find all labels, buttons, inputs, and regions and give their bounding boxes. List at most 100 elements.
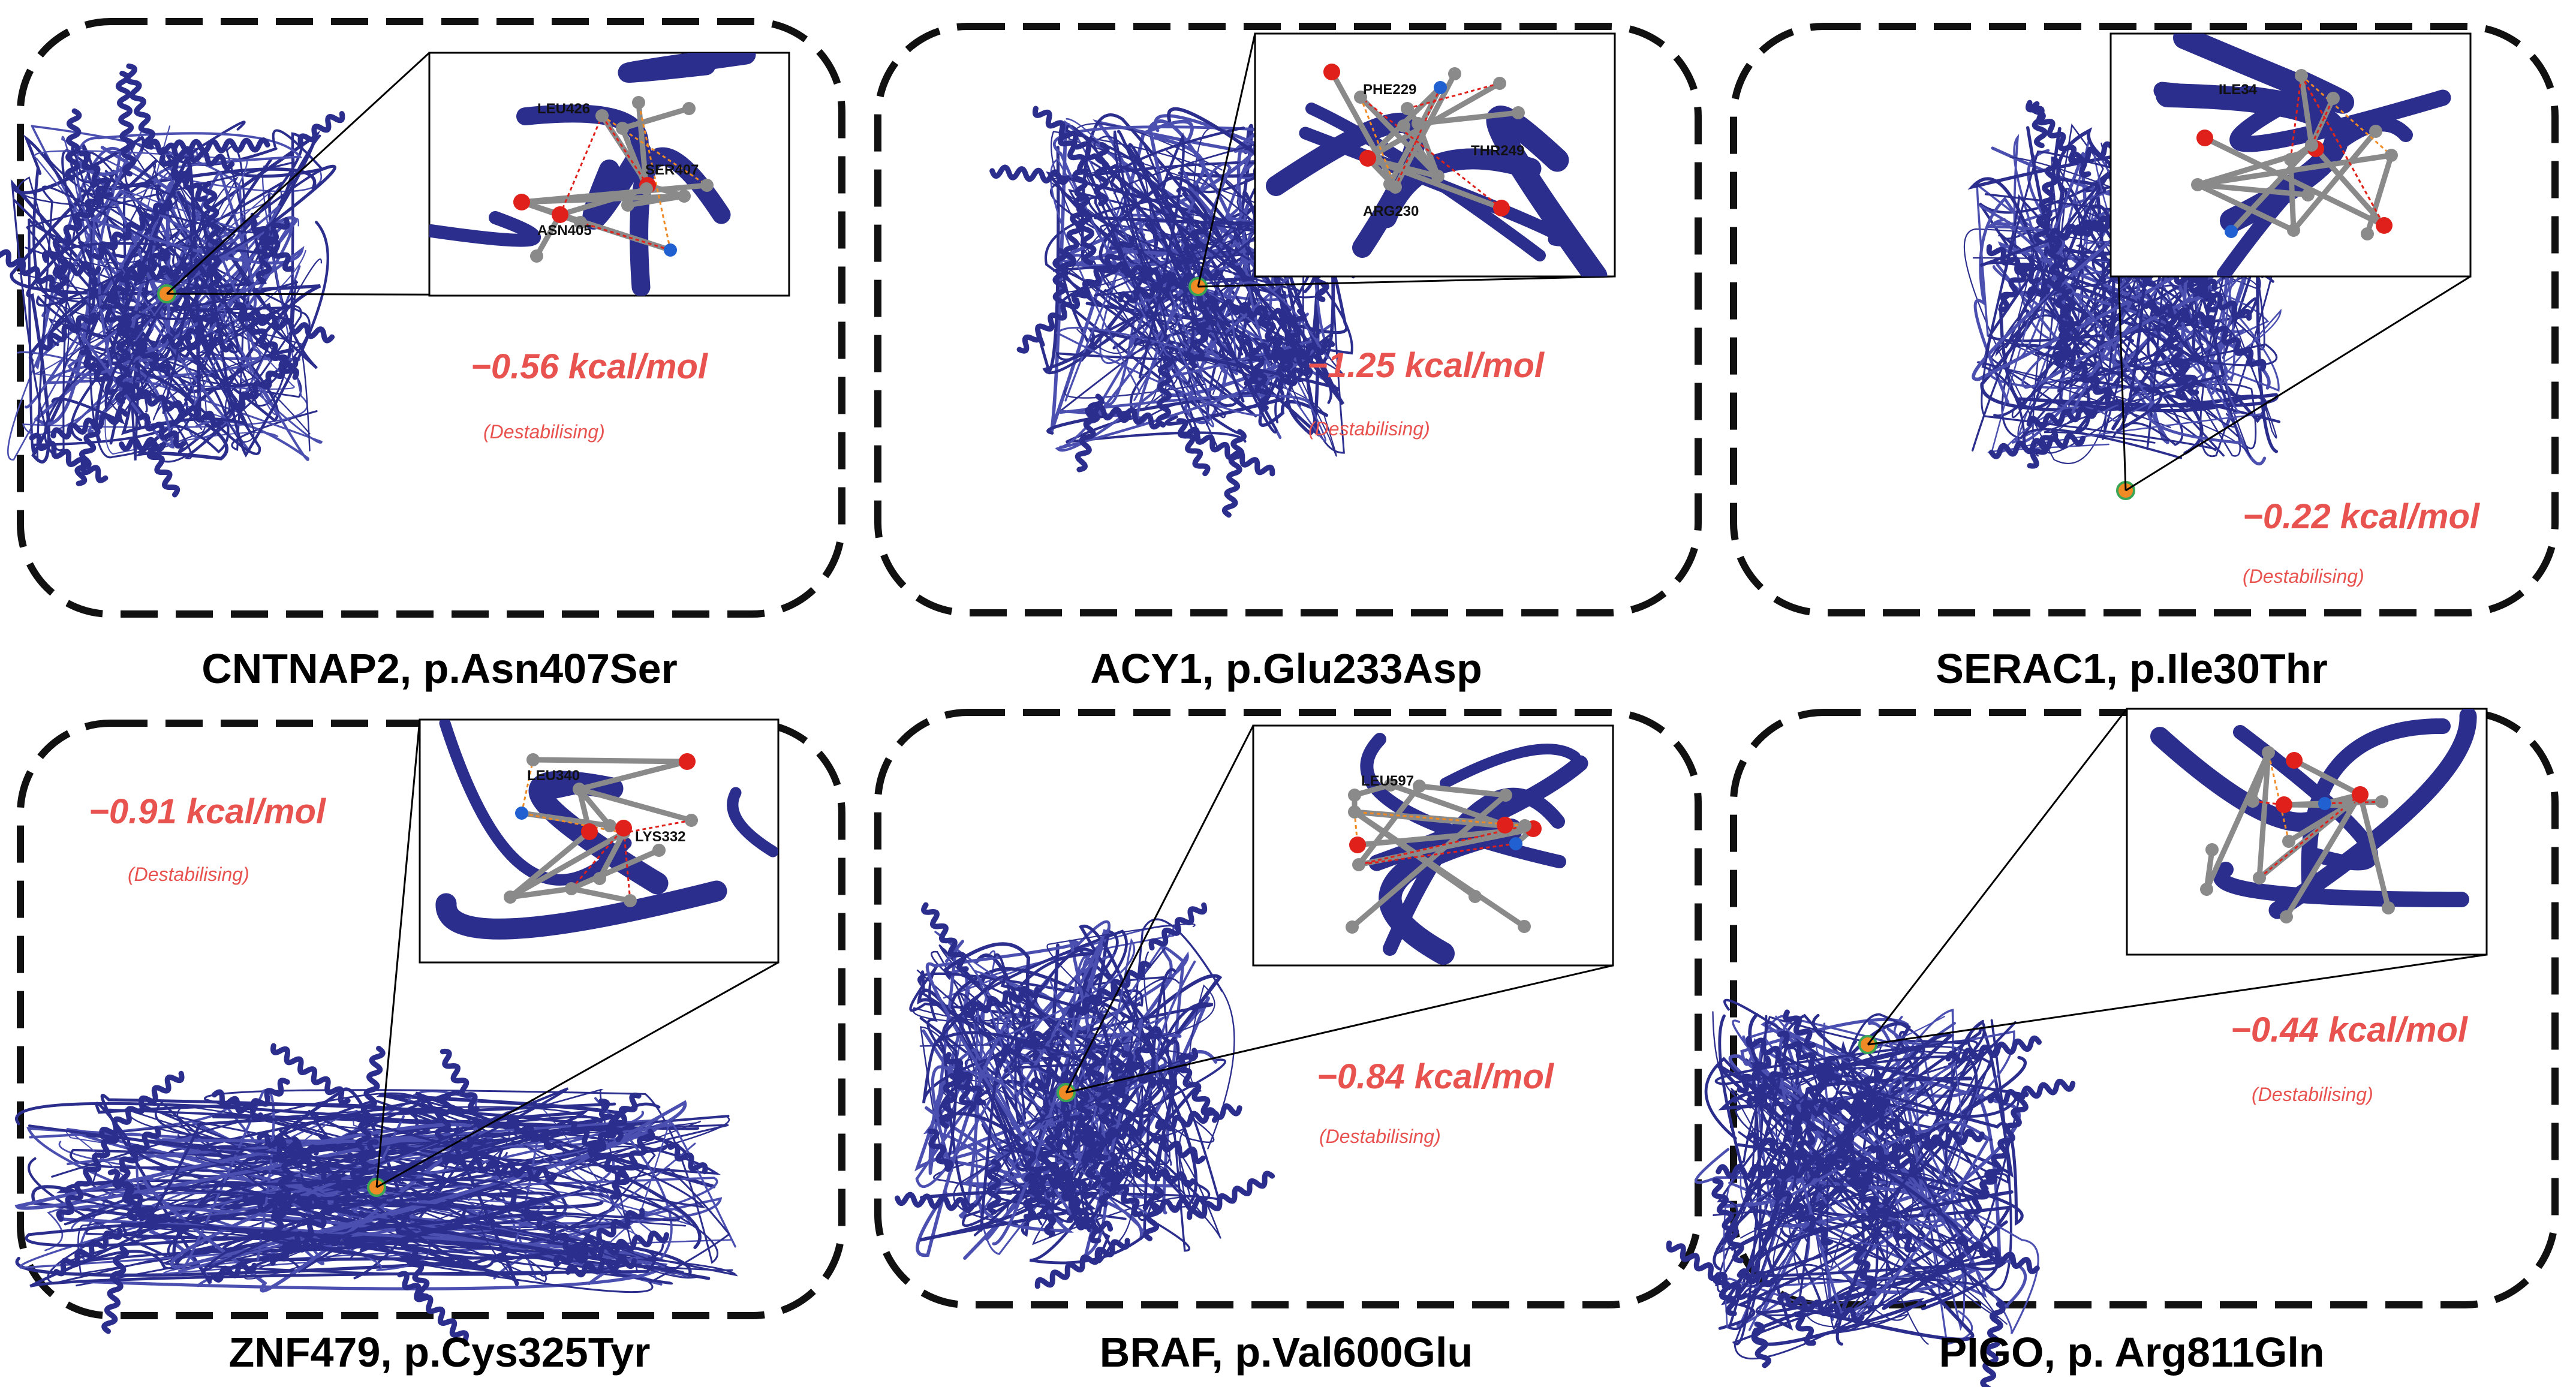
atom-ball: [2361, 227, 2374, 240]
protein-helix: [79, 349, 117, 395]
atom-ball: [2282, 835, 2295, 848]
protein-loop: [161, 1100, 687, 1269]
residue-bond: [597, 830, 627, 881]
atom-ball: [2287, 224, 2300, 237]
protein-helix: [1093, 142, 1110, 206]
atom-ball: [513, 194, 530, 210]
protein-helix: [125, 63, 155, 150]
zoom-line: [1197, 275, 1615, 288]
interaction-dash: [559, 115, 603, 215]
protein-helix: [107, 1169, 160, 1225]
protein-helix: [1746, 1132, 1831, 1172]
protein-loop: [11, 145, 148, 452]
protein-structure: [0, 63, 345, 498]
protein-structure: [1666, 998, 2076, 1387]
interaction-dash: [1358, 825, 1525, 866]
protein-loop: [1713, 1054, 1984, 1293]
protein-helix: [1072, 168, 1097, 266]
protein-helix: [1034, 1238, 1130, 1289]
protein-helix: [1980, 1301, 2006, 1387]
panel-caption: ZNF479, p.Cys325Tyr: [228, 1329, 651, 1376]
atom-ball: [1384, 778, 1397, 792]
protein-loop: [917, 943, 1155, 1172]
protein-helix: [1921, 1129, 1985, 1151]
mutation-panel: LEU597−0.84 kcal/mol(Destabilising): [874, 709, 1702, 1308]
protein-loop: [2026, 126, 2216, 374]
protein-helix: [440, 1048, 480, 1112]
atom-ball: [581, 823, 598, 840]
protein-helix: [1737, 1055, 1772, 1094]
atom-ball: [1401, 102, 1414, 115]
protein-helix: [2049, 215, 2112, 241]
protein-helix: [0, 240, 62, 293]
residue-bond: [2256, 750, 2271, 881]
protein-loop: [2000, 214, 2225, 457]
protein-loop: [1099, 176, 1338, 395]
inset-ribbon: [1360, 733, 1566, 868]
protein-helix: [1049, 1167, 1102, 1244]
protein-helix: [1142, 1196, 1207, 1214]
atom-ball: [679, 753, 696, 770]
protein-helix: [1176, 418, 1211, 477]
atom-ball: [1346, 920, 1359, 934]
protein-loop: [87, 171, 293, 434]
atom-ball: [1493, 200, 1510, 216]
protein-helix: [1838, 1100, 1886, 1118]
residue-bond: [2195, 182, 2311, 198]
protein-helix: [944, 1052, 986, 1106]
atom-ball: [1413, 780, 1426, 793]
dashed-panel-border: [874, 709, 1702, 1308]
protein-loop: [961, 977, 1188, 1208]
residue-bond: [1365, 155, 1504, 211]
zoom-line: [2125, 275, 2471, 492]
inset-ribbon: [727, 787, 778, 858]
protein-helix: [1711, 1178, 1744, 1263]
atom-ball: [2376, 217, 2393, 234]
atom-ball: [530, 249, 543, 263]
protein-helix: [2030, 101, 2048, 149]
protein-loop: [195, 1153, 697, 1284]
atom-ball: [1493, 77, 1506, 90]
protein-loop: [1233, 130, 1292, 328]
protein-helix: [1176, 221, 1209, 273]
residue-bond: [2291, 757, 2363, 798]
interaction-dash: [1358, 843, 1516, 866]
protein-helix: [1853, 1244, 1877, 1296]
protein-helix: [172, 137, 270, 154]
protein-loop: [938, 929, 1128, 1123]
protein-loop: [80, 1168, 731, 1293]
protein-helix: [1187, 1171, 1275, 1220]
inset-ribbon: [1305, 103, 1546, 261]
residue-bond: [2228, 142, 2315, 234]
protein-helix: [1257, 313, 1290, 372]
protein-helix: [248, 309, 335, 344]
protein-loop: [29, 1129, 656, 1288]
protein-helix: [1111, 1060, 1134, 1123]
protein-loop: [1720, 1043, 2024, 1245]
atom-ball: [1349, 837, 1366, 853]
protein-helix: [2026, 405, 2098, 429]
inset-ribbon: [439, 720, 632, 886]
atom-ball: [624, 894, 637, 907]
protein-helix: [2166, 266, 2252, 321]
stability-energy: −0.56 kcal/mol: [471, 347, 708, 386]
protein-helix: [1155, 355, 1173, 428]
stability-energy: −0.84 kcal/mol: [1317, 1057, 1554, 1096]
protein-helix: [1016, 297, 1081, 354]
protein-helix: [609, 1129, 655, 1200]
protein-loop: [973, 1005, 1211, 1236]
atom-ball: [2276, 796, 2292, 813]
residue-bond: [1349, 792, 1509, 930]
interaction-dash: [601, 115, 649, 186]
protein-helix: [1121, 1051, 1157, 1089]
atom-ball: [1383, 177, 1397, 191]
atom-ball: [1323, 64, 1340, 80]
protein-helix: [40, 312, 96, 351]
inset-ribbon: [1376, 148, 1542, 228]
stability-effect: (Destabilising): [2252, 1084, 2373, 1105]
protein-helix: [65, 108, 82, 181]
protein-loop: [1117, 130, 1245, 403]
protein-helix: [1666, 1240, 1749, 1300]
